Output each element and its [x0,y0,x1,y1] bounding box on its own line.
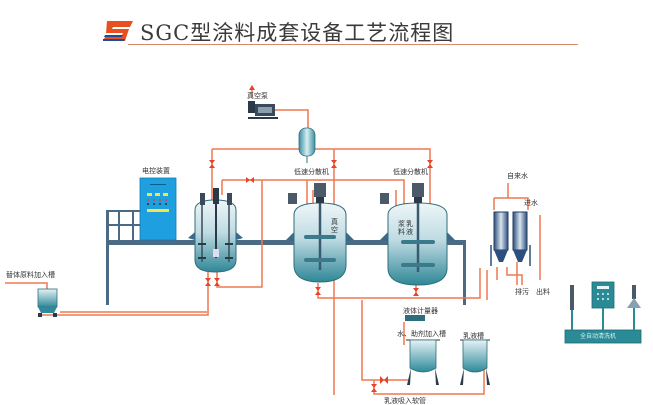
raw-material-tank [37,288,58,317]
mixing-tank-1 [188,188,243,273]
title-underline [128,44,578,45]
label-disperser-1: 低速分散机 [294,168,329,176]
label-control-cabinet: 电控装置 [142,167,170,175]
valves [205,160,433,392]
diagram-title: SGC型涂料成套设备工艺流程图 [140,21,455,45]
vacuum-buffer-tank [298,127,316,163]
label-emulsion-tank: 乳液槽 [463,332,484,340]
vacuum-pump [248,85,278,119]
water-additive-tank [406,339,440,385]
label-tap-water: 自来水 [507,172,528,180]
mixing-tank-2 [286,183,354,283]
label-water-in: 进水 [524,199,538,207]
label-disperser-2: 低速分散机 [393,168,428,176]
water-separators [490,211,531,266]
control-cabinet [139,177,177,241]
auto-cleaner-unit [564,281,642,344]
label-slurry: 浆料 [398,220,405,236]
label-discharge: 出料 [536,288,550,296]
label-liquid-meter: 液体计量器 [403,307,438,315]
label-emulsion-suction-hose: 乳液吸入软管 [384,397,426,405]
liquid-meter [405,315,425,321]
label-vacuum-pump: 真空泵 [247,92,268,100]
label-water-additive-tank: 水、助剂加入槽 [397,330,446,338]
label-auto-cleaner: 全自动清洗机 [580,333,617,340]
label-emulsion: 乳液 [406,220,413,236]
label-vacuum: 真空 [331,218,338,234]
label-raw-material-tank: 替体原料加入槽 [6,271,55,279]
label-drain: 排污 [515,288,529,296]
mixing-tank-3 [380,183,455,286]
emulsion-tank [460,339,490,385]
sgc-logo-icon [103,21,133,41]
platform-frame [106,210,466,305]
